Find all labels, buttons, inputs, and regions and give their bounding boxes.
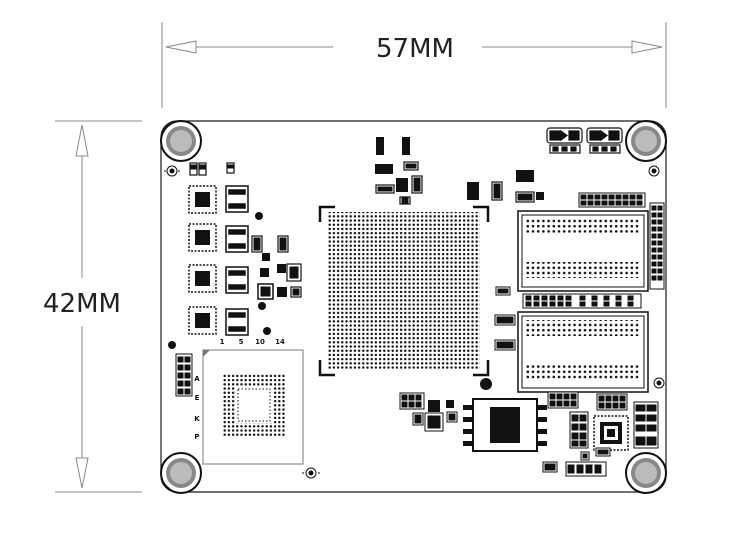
width-label: 57MM [376,34,454,64]
bga-col-label-10: 10 [255,338,265,346]
left-dot-marker [168,341,176,349]
mounting-hole-top-right [625,120,667,162]
bga-row-label-k: K [194,415,200,423]
bottom-center-passives [399,392,558,473]
bga-col-label-5: 5 [239,338,244,346]
inductors [225,185,249,336]
bga-col-label-1: 1 [220,338,225,346]
main-bga-chip [318,205,490,377]
left-passives [189,162,302,335]
height-label: 42MM [43,289,121,319]
left-connector [175,353,193,397]
bga-row-label-e: E [195,394,200,402]
width-dimension [161,22,667,108]
bottom-bga-chip [202,349,304,465]
memory-chip-bottom [517,311,649,393]
resistor-arrays-top [578,192,646,208]
regulator-qfn-1 [188,185,217,214]
regulator-qfn-2 [188,223,217,252]
height-dimension [55,120,142,493]
regulator-qfn-3 [188,264,217,293]
soic-chip [463,398,547,452]
fiducials [164,165,665,479]
bga-row-label-p: P [194,433,199,441]
memory-chip-top [517,210,649,292]
top-right-crystals [546,127,623,154]
regulator-qfn-4 [188,306,217,335]
mounting-hole-bottom-left [160,452,202,494]
pin1-marker [480,378,492,390]
mounting-hole-bottom-right [625,452,667,494]
bottom-right-passives [547,391,659,477]
bga-col-label-14: 14 [275,338,285,346]
top-center-components [375,137,544,205]
bottom-right-qfn [593,415,629,451]
mid-right-passives [494,286,642,351]
right-connector [649,202,665,290]
mounting-hole-top-left [160,120,202,162]
bga-row-label-a: A [194,375,200,383]
